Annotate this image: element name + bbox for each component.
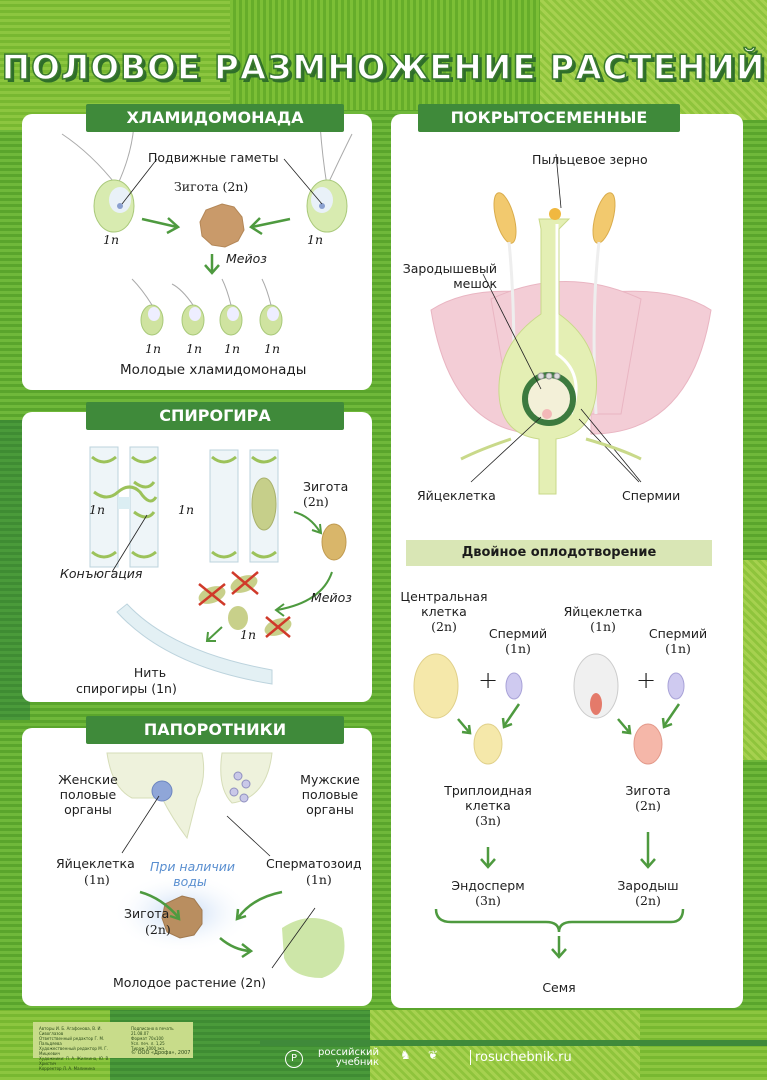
label-young-ploidy: 1n xyxy=(186,341,203,356)
label-right-ploidy: 1n xyxy=(178,502,195,517)
arrow-icon xyxy=(141,217,291,275)
triploid-cell-icon xyxy=(473,723,503,765)
ferns-illustration xyxy=(106,752,345,978)
background-patch xyxy=(540,0,767,120)
gamete-right-icon xyxy=(306,123,353,233)
spirogyra-filament-icon xyxy=(116,603,273,685)
label-sperm-left: Спермий (1n) xyxy=(488,626,548,656)
label-young-ploidy: 1n xyxy=(224,341,241,356)
egg-cell-icon xyxy=(542,409,552,419)
background-patch xyxy=(230,0,540,110)
header-ferns: ПАПОРОТНИКИ xyxy=(86,716,344,744)
label-filament-ploidy: спирогиры (1n) xyxy=(76,681,177,696)
drofa-logo-icon: ♞ xyxy=(400,1048,411,1062)
pollen-grain-icon xyxy=(549,208,561,220)
label-spore-ploidy: 1n xyxy=(240,627,257,642)
label-zygote-ploidy: (2n) xyxy=(145,922,171,937)
label-young-ploidy: 1n xyxy=(264,341,281,356)
label-egg: Яйцеклетка xyxy=(56,856,135,871)
label-zygote-ploidy: (2n) xyxy=(303,494,329,509)
label-zygote: Зигота xyxy=(124,906,170,921)
ventana-logo-icon: ❦ xyxy=(428,1048,439,1062)
arrow-icon xyxy=(139,890,283,959)
website-link[interactable]: rosuchebnik.ru xyxy=(470,1050,572,1065)
panel-chlamydomonas xyxy=(22,114,372,390)
double-fertilization-illustration xyxy=(413,653,685,959)
label-embryo-sac: Зародышевый мешок xyxy=(402,261,497,291)
central-cell-icon xyxy=(413,653,459,719)
plus-sign-right: + xyxy=(636,666,657,694)
label-sperms: Спермии xyxy=(622,488,681,503)
label-female-organs: Женские половые органы xyxy=(58,772,118,817)
panel-ferns xyxy=(22,728,372,1006)
label-sperm-right: Спермий (1n) xyxy=(648,626,708,656)
cross-icons xyxy=(198,571,291,638)
footer-credits: Авторы И. Б. Агафонова, В. И. Сивоглазов… xyxy=(33,1022,193,1071)
egg-apparatus-icon xyxy=(573,653,619,719)
label-young-ploidy: 1n xyxy=(145,341,162,356)
label-embryo: Зародыш (2n) xyxy=(617,878,679,908)
arrow-icon xyxy=(205,511,333,642)
label-meiosis: Мейоз xyxy=(226,251,267,266)
label-water-note: При наличии воды xyxy=(150,859,236,889)
header-angiosperms: ПОКРЫТОСЕМЕННЫЕ xyxy=(418,104,680,132)
header-spirogyra: СПИРОГИРА xyxy=(86,402,344,430)
label-young-chlamydomonas: Молодые хламидомонады xyxy=(120,362,307,378)
chlamydomonas-illustration xyxy=(61,123,353,336)
label-zygote: Зигота xyxy=(303,479,349,494)
young-plant-icon xyxy=(282,918,345,978)
label-zygote-df: Зигота (2n) xyxy=(625,783,671,813)
young-cells-icons xyxy=(131,278,283,336)
poster-title: ПОЛОВОЕ РАЗМНОЖЕНИЕ РАСТЕНИЙ xyxy=(1,47,766,89)
header-double-fertilization: Двойное оплодотворение xyxy=(406,540,712,566)
label-egg-cell-df: Яйцеклетка (1n) xyxy=(563,604,643,634)
pistil-icon xyxy=(498,218,598,495)
publisher-logo-icon: Р xyxy=(285,1050,303,1068)
label-sperm-ploidy: (1n) xyxy=(306,872,332,887)
panel-spirogyra xyxy=(22,412,372,702)
label-left-ploidy: 1n xyxy=(89,502,106,517)
label-triploid-cell: Триплоидная клетка (3n) xyxy=(444,783,532,828)
label-meiosis: Мейоз xyxy=(311,590,352,605)
zygote-icon xyxy=(633,723,663,765)
label-sperm: Сперматозоид xyxy=(266,856,362,871)
background-patch xyxy=(740,560,767,760)
zygote-icon xyxy=(199,203,245,248)
gamete-left-icon xyxy=(61,123,135,233)
label-gamete-right-ploidy: 1n xyxy=(307,232,324,247)
label-young-plant: Молодое растение (2n) xyxy=(113,975,267,990)
label-egg-ploidy: (1n) xyxy=(84,872,110,887)
label-seed: Семя xyxy=(542,980,576,995)
zygote-icon xyxy=(161,895,203,939)
label-zygote: Зигота (2n) xyxy=(174,179,249,194)
footer-band xyxy=(260,1040,767,1046)
label-filament: Нить xyxy=(133,665,167,680)
plus-sign-left: + xyxy=(478,666,499,694)
label-pollen-grain: Пыльцевое зерно xyxy=(532,152,648,167)
label-central-cell: Центральная клетка (2n) xyxy=(400,589,488,634)
flower-illustration xyxy=(430,153,712,495)
sperm-left-icon xyxy=(505,672,523,700)
header-chlamydomonas: ХЛАМИДОМОНАДА xyxy=(86,104,344,132)
spirogyra-illustration xyxy=(89,446,347,685)
zygote-icon xyxy=(321,523,347,561)
label-egg-cell: Яйцеклетка xyxy=(417,488,496,503)
label-gamete-left-ploidy: 1n xyxy=(103,232,120,247)
label-conjugation: Конъюгация xyxy=(60,566,143,581)
arrow-icon xyxy=(434,703,685,959)
label-male-organs: Мужские половые органы xyxy=(300,772,360,817)
label-motile-gametes: Подвижные гаметы xyxy=(148,150,279,165)
label-endosperm: Эндосперм (3n) xyxy=(451,878,525,908)
publisher-name: российский учебник xyxy=(318,1047,379,1068)
sperm-right-icon xyxy=(667,672,685,700)
